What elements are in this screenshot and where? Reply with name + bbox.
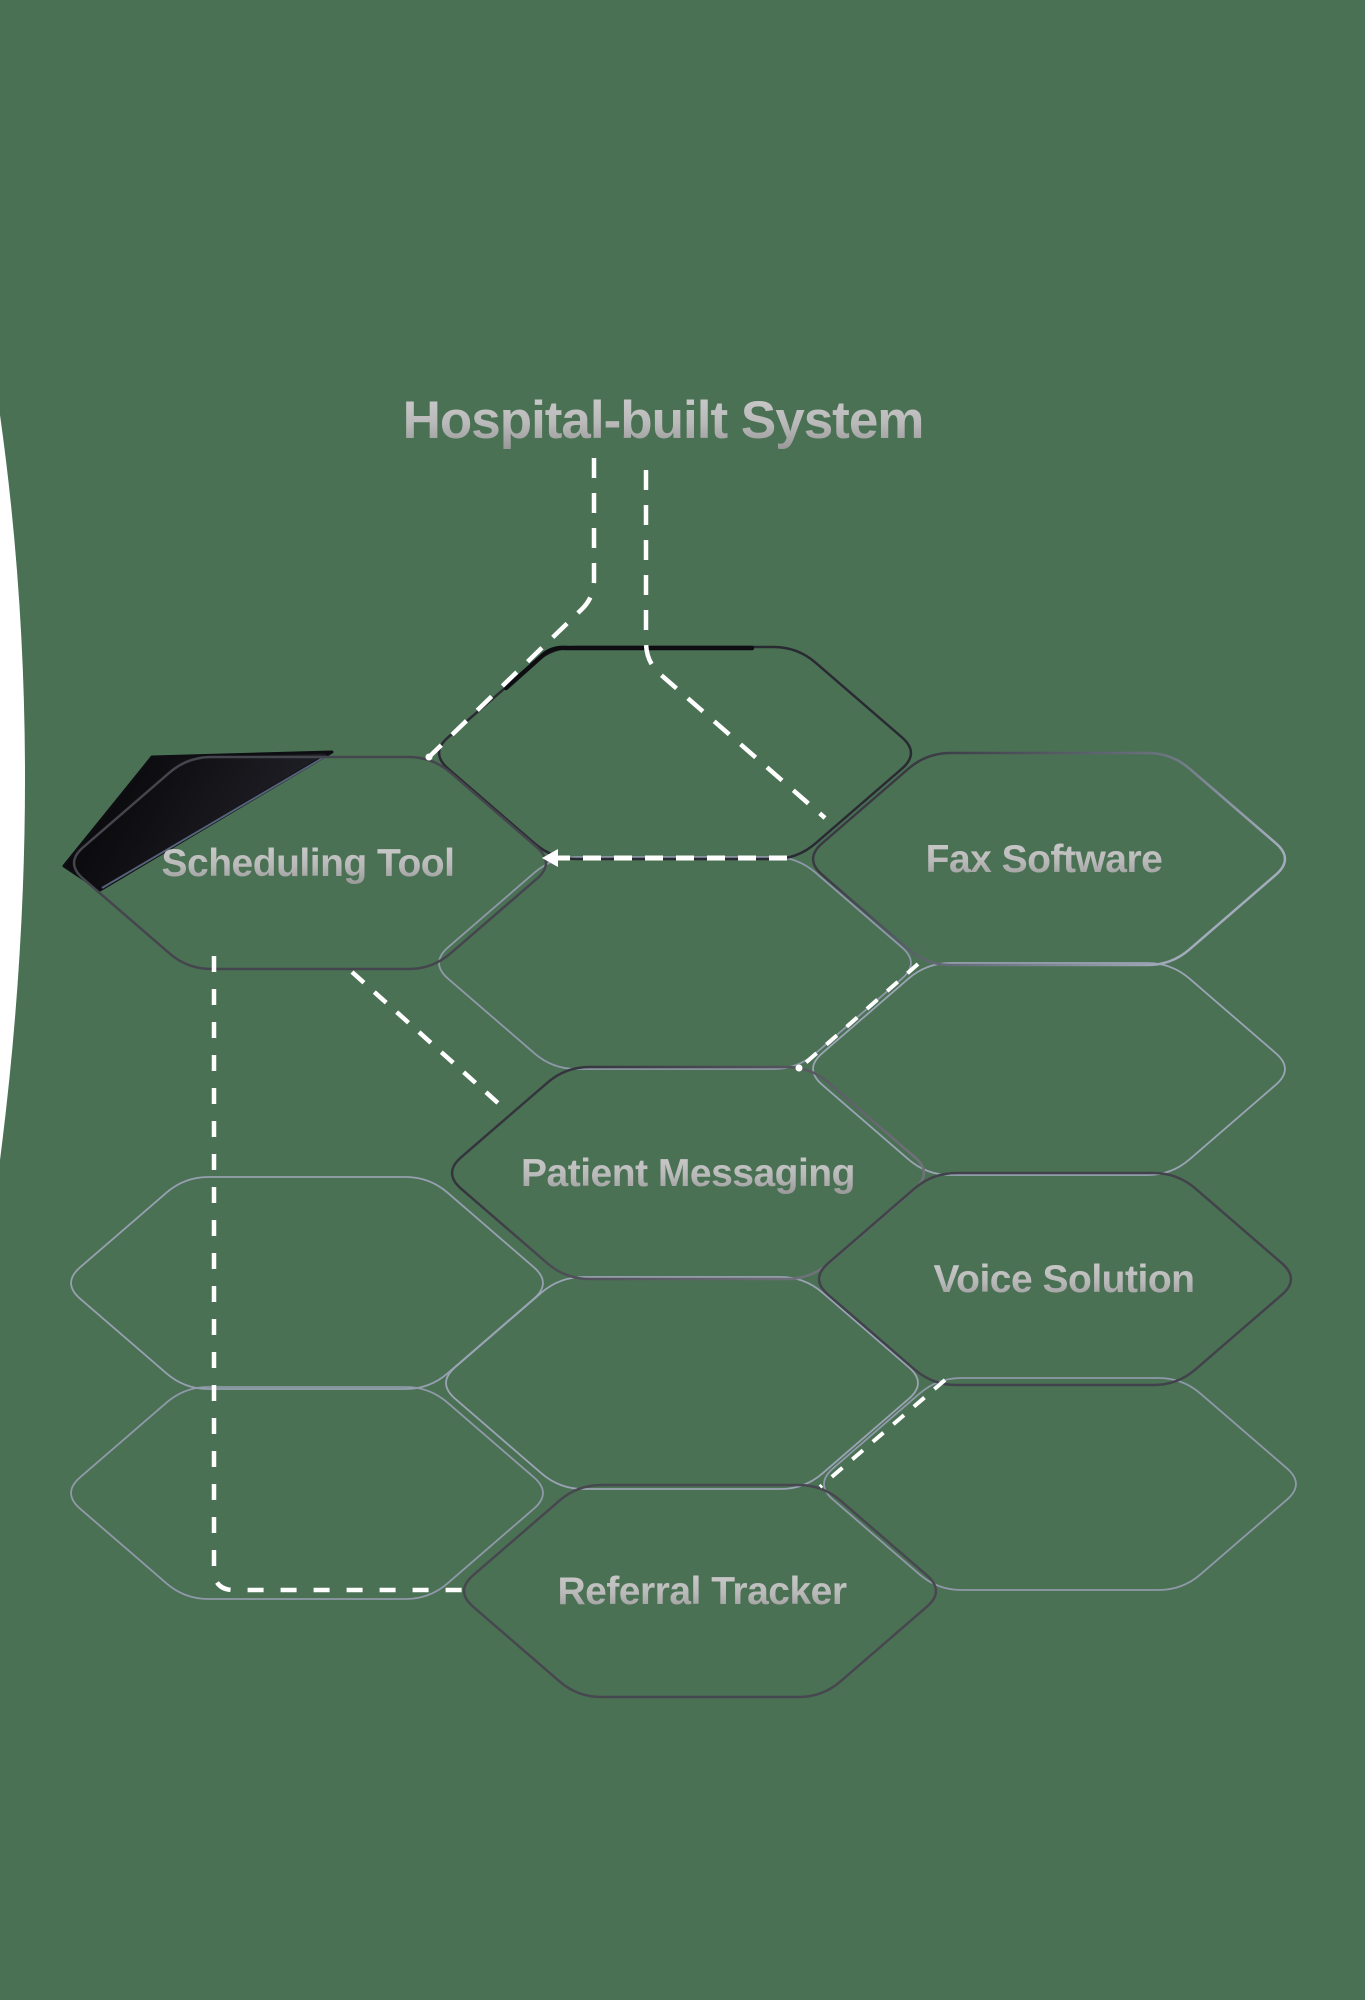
- top-hexagon-black-accent: [503, 645, 755, 691]
- dashed-fax-to-messaging-corner-end-dot: [795, 1064, 803, 1072]
- hexagon-fax-software: [811, 751, 1287, 967]
- dashed-scheduling-to-fax-arrowhead: [542, 849, 558, 867]
- hexagon-patient-messaging-label: Patient Messaging: [521, 1152, 855, 1195]
- dashed-title-to-scheduling-end-dot: [425, 753, 433, 761]
- dashed-scheduling-to-referral: [211, 956, 472, 1593]
- hexagon-fax-software-label: Fax Software: [926, 838, 1163, 881]
- hexagon-voice-solution: [817, 1171, 1293, 1387]
- diagram-title: Hospital-built System: [403, 391, 924, 450]
- hexagon-scheduling-tool: [72, 755, 548, 971]
- hexagon-c: [812, 962, 1286, 1176]
- hexagon-referral-tracker: [462, 1483, 938, 1699]
- left-edge-white-crescent: [0, 415, 25, 1160]
- hexagon-voice-solution-label: Voice Solution: [934, 1258, 1195, 1301]
- hexagon-d: [70, 1176, 544, 1390]
- dashed-title-to-fax-gap: [643, 470, 827, 820]
- hexagon-f: [70, 1386, 544, 1600]
- hexagon-scheduling-tool-label: Scheduling Tool: [162, 842, 455, 885]
- dashed-scheduling-to-messaging: [350, 970, 510, 1114]
- dashed-title-to-scheduling: [427, 458, 597, 759]
- wedge-highlight-line: [101, 755, 327, 889]
- hexagon-g: [823, 1377, 1297, 1591]
- hexagon-e: [445, 1276, 919, 1490]
- hexagon-patient-messaging: [450, 1065, 926, 1281]
- dashed-voice-to-g-corner: [818, 1378, 947, 1489]
- hexagon-referral-tracker-label: Referral Tracker: [557, 1570, 846, 1613]
